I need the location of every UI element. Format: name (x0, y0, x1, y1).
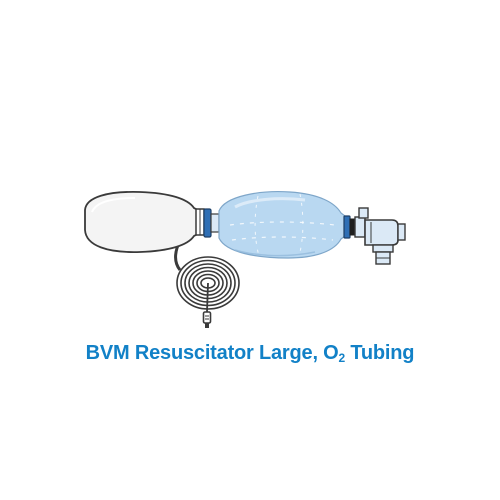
product-title-main: BVM Resuscitator Large, O (85, 342, 339, 364)
product-title: BVM Resuscitator Large, O2 Tubing (0, 339, 500, 367)
oxygen-tubing-coil-icon (174, 230, 240, 328)
inlet-valve-icon (203, 208, 220, 238)
product-title-suffix: Tubing (345, 342, 415, 364)
reservoir-bag-icon (84, 191, 205, 253)
patient-valve-icon (343, 207, 406, 265)
product-title-subscript: 2 (338, 351, 346, 365)
squeeze-bag-icon (218, 191, 346, 259)
